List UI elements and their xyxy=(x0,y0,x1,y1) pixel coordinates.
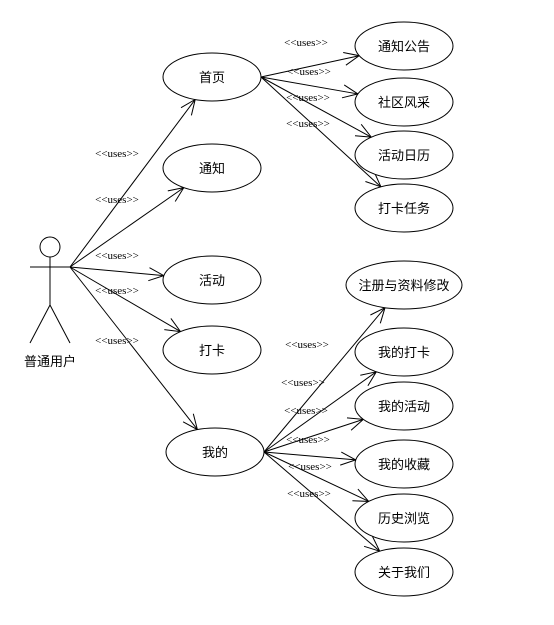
actor-left-leg xyxy=(29,304,51,344)
use-case-community-ellipse xyxy=(354,77,454,127)
use-case-about-ellipse xyxy=(354,547,454,597)
edge-mine-about-line xyxy=(263,451,381,552)
stereotype-mine-my-checkin: <<uses>> xyxy=(281,377,325,389)
stereotype-actor-home: <<uses>> xyxy=(95,148,139,160)
edge-actor-home-line xyxy=(69,99,196,268)
stereotype-actor-mine: <<uses>> xyxy=(95,335,139,347)
stereotype-mine-history: <<uses>> xyxy=(288,461,332,473)
use-case-notice[interactable]: 通知 xyxy=(162,143,262,193)
edge-home-checkin-task-line xyxy=(260,76,382,188)
use-case-announcement-ellipse xyxy=(354,21,454,71)
actor-head xyxy=(39,236,61,258)
use-case-home-label: 首页 xyxy=(199,71,225,86)
edge-home-community-line xyxy=(260,76,358,95)
use-case-checkin-task-ellipse xyxy=(354,183,454,233)
stereotype-actor-notice: <<uses>> xyxy=(95,194,139,206)
use-case-announcement-label: 通知公告 xyxy=(378,39,430,55)
use-case-checkin[interactable]: 打卡 xyxy=(162,325,262,375)
use-case-my-activity-ellipse xyxy=(354,381,454,431)
use-case-mine-ellipse xyxy=(165,427,265,477)
use-case-register[interactable]: 注册与资料修改 xyxy=(345,260,463,310)
edge-home-calendar-line xyxy=(260,76,372,138)
use-case-my-favorites-label: 我的收藏 xyxy=(378,457,430,473)
use-case-community-label: 社区风采 xyxy=(378,95,430,111)
use-case-calendar[interactable]: 活动日历 xyxy=(354,130,454,180)
stereotype-mine-my-activity: <<uses>> xyxy=(284,405,328,417)
stereotype-mine-my-favorites: <<uses>> xyxy=(286,434,330,446)
use-case-home-ellipse xyxy=(162,52,262,102)
use-case-register-ellipse xyxy=(345,260,463,310)
stereotype-mine-register: <<uses>> xyxy=(285,339,329,351)
use-case-checkin-label: 打卡 xyxy=(199,344,225,359)
use-case-history-label: 历史浏览 xyxy=(378,511,430,527)
stereotype-home-community: <<uses>> xyxy=(287,66,331,78)
use-case-home[interactable]: 首页 xyxy=(162,52,262,102)
use-case-about-label: 关于我们 xyxy=(378,566,430,581)
use-case-my-activity[interactable]: 我的活动 xyxy=(354,381,454,431)
edge-mine-my-checkin-line xyxy=(263,371,377,453)
edge-mine-my-favorites-line xyxy=(263,451,356,461)
use-case-my-checkin-ellipse xyxy=(354,327,454,377)
use-case-checkin-task[interactable]: 打卡任务 xyxy=(354,183,454,233)
edge-actor-activity-line xyxy=(69,266,164,277)
use-case-mine[interactable]: 我的 xyxy=(165,427,265,477)
edge-actor-mine-line xyxy=(69,266,198,430)
use-case-about[interactable]: 关于我们 xyxy=(354,547,454,597)
use-case-my-checkin[interactable]: 我的打卡 xyxy=(354,327,454,377)
use-case-checkin-ellipse xyxy=(162,325,262,375)
edge-mine-history-line xyxy=(263,451,369,502)
use-case-my-checkin-label: 我的打卡 xyxy=(378,345,430,361)
edge-actor-activity xyxy=(69,266,166,282)
use-case-notice-label: 通知 xyxy=(199,161,225,177)
use-case-activity[interactable]: 活动 xyxy=(162,255,262,305)
use-case-community[interactable]: 社区风采 xyxy=(354,77,454,127)
use-case-mine-label: 我的 xyxy=(202,445,228,461)
actor-user: 普通用户 xyxy=(24,236,76,370)
use-case-announcement[interactable]: 通知公告 xyxy=(354,21,454,71)
use-case-activity-label: 活动 xyxy=(199,274,225,289)
use-case-my-favorites-ellipse xyxy=(354,439,454,489)
actor-label: 普通用户 xyxy=(24,354,76,370)
stereotype-home-checkin-task: <<uses>> xyxy=(286,118,330,130)
edge-actor-notice-line xyxy=(69,187,185,268)
edge-actor-checkin-line xyxy=(69,266,181,333)
edge-home-announcement-line xyxy=(260,55,360,78)
use-case-history[interactable]: 历史浏览 xyxy=(354,493,454,543)
association-lines xyxy=(69,52,386,553)
use-case-my-activity-label: 我的活动 xyxy=(378,399,430,415)
stereotype-actor-checkin: <<uses>> xyxy=(95,285,139,297)
use-case-register-label: 注册与资料修改 xyxy=(358,279,449,294)
use-case-checkin-task-label: 打卡任务 xyxy=(378,201,430,217)
use-case-notice-ellipse xyxy=(162,143,262,193)
stereotype-home-calendar: <<uses>> xyxy=(286,92,330,104)
edge-home-calendar-arrowhead xyxy=(354,123,373,138)
actor-right-leg xyxy=(49,304,71,344)
use-case-history-ellipse xyxy=(354,493,454,543)
stereotype-actor-activity: <<uses>> xyxy=(95,250,139,262)
use-case-calendar-ellipse xyxy=(354,130,454,180)
edge-mine-register-line xyxy=(263,307,386,453)
use-case-calendar-label: 活动日历 xyxy=(378,149,430,164)
stereotype-mine-about: <<uses>> xyxy=(287,488,331,500)
stereotype-labels: <<uses>> <<uses>> <<uses>> <<uses>> <<uses>>… xyxy=(95,37,332,500)
use-case-my-favorites[interactable]: 我的收藏 xyxy=(354,439,454,489)
use-case-activity-ellipse xyxy=(162,255,262,305)
edge-mine-my-activity-line xyxy=(263,418,364,453)
stereotype-home-announcement: <<uses>> xyxy=(284,37,328,49)
